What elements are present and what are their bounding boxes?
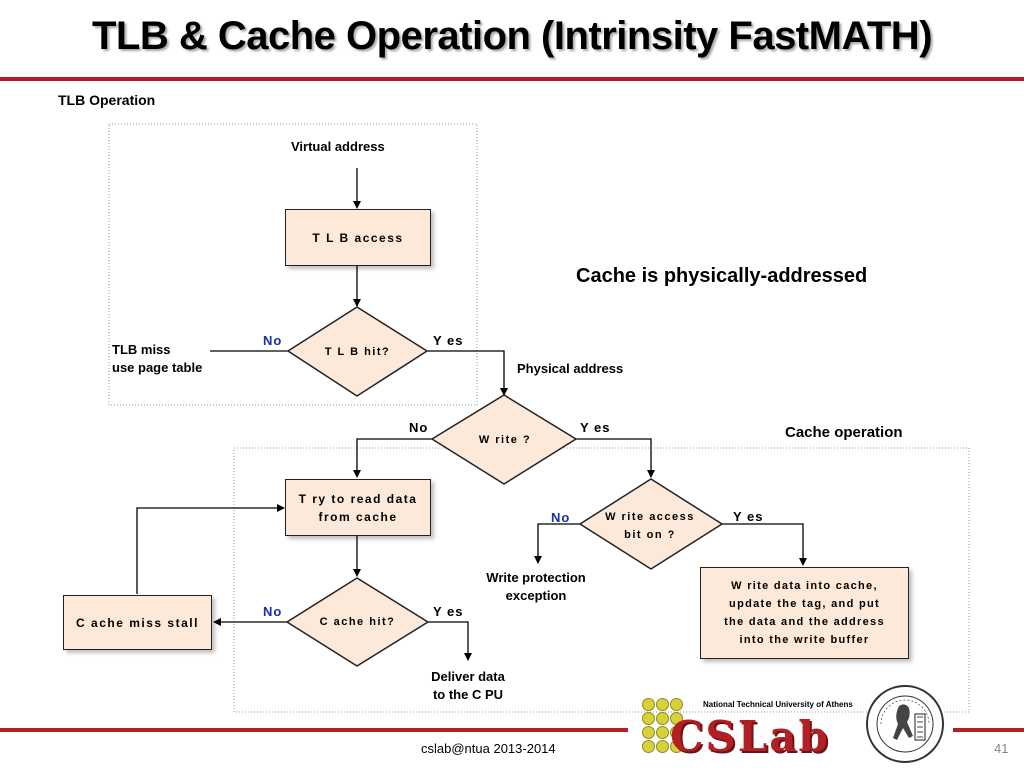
write-access-line2: bit on ? [624,529,676,541]
physically-addressed-note: Cache is physically-addressed [576,265,868,287]
write-data-line2: update the tag, and put [729,598,880,610]
title-rule [0,77,1024,81]
cache-operation-frame [233,447,970,713]
try-read-line2: from cache [318,509,398,524]
cache-miss-stall-label: C ache miss stall [76,615,199,630]
write-protection-line2: exception [505,588,567,603]
cache-operation-label: Cache operation [785,424,903,441]
write-access-line1: W rite access [605,511,695,523]
footer-rule-right [953,728,1024,732]
cache-hit-label: C ache hit? [319,616,396,628]
tlb-hit-label: T L B hit? [324,346,391,358]
write-access-diamond [578,478,724,570]
tlb-hit-no: No [263,333,283,348]
org-name: National Technical University of Athens [703,700,853,709]
cache-hit-no: No [263,604,283,619]
write-protection-label: Write protection exception [479,569,593,605]
footer-text: cslab@ntua 2013-2014 [421,741,556,756]
write-data-line1: W rite data into cache, [731,580,878,592]
tlb-miss-line1: TLB miss [112,342,171,357]
cache-miss-stall-box: C ache miss stall [63,595,212,650]
write-access-label: W rite access bit on ? [590,508,710,544]
deliver-line2: to the C PU [432,687,504,702]
deliver-line1: Deliver data [431,669,505,684]
section-label: TLB Operation [58,92,156,108]
write-no: No [409,420,429,435]
write-label: W rite ? [478,434,532,446]
try-read-box: T ry to read data from cache [285,479,431,536]
write-access-yes: Y es [733,509,764,524]
tlb-hit-diamond [286,306,429,397]
write-protection-line1: Write protection [486,570,586,585]
ntua-seal-logo [866,685,944,763]
tlb-hit-yes: Y es [433,333,464,348]
try-read-line1: T ry to read data [298,491,418,506]
tlb-access-box: T L B access [285,209,431,266]
footer-rule-left [0,728,628,732]
write-diamond [430,394,578,485]
tlb-miss-line2: use page table [112,360,203,375]
cache-hit-yes: Y es [433,604,464,619]
cache-hit-diamond [285,577,430,667]
physical-address-label: Physical address [517,361,624,376]
cslab-logo-text: CSLab [670,712,830,761]
write-data-box: W rite data into cache, update the tag, … [700,567,909,659]
page-number: 41 [994,741,1009,756]
deliver-data-label: Deliver data to the C PU [418,668,518,704]
tlb-miss-label: TLB miss use page table [112,341,202,377]
write-data-line4: into the write buffer [739,634,870,646]
tlb-operation-frame [108,123,478,406]
write-data-line3: the data and the address [724,616,885,628]
write-yes: Y es [580,420,611,435]
write-access-no: No [551,510,571,525]
slide-title: TLB & Cache Operation (Intrinsity FastMA… [91,14,933,58]
virtual-address-label: Virtual address [291,139,385,154]
tlb-access-label: T L B access [312,230,404,245]
